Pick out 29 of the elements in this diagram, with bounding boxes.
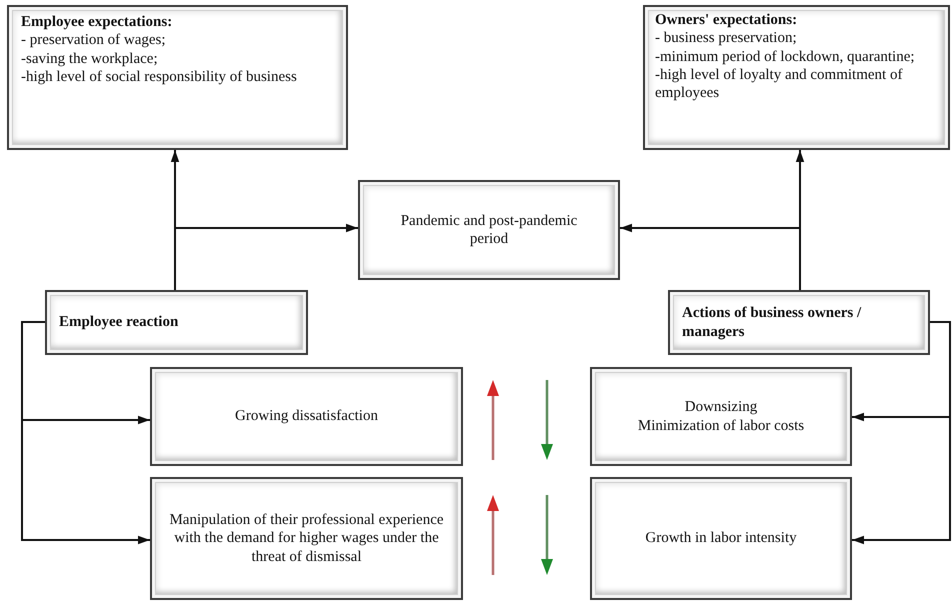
heading-text: Employee reaction <box>59 313 180 332</box>
expectations-box <box>643 5 950 150</box>
box-text: Downsizing <box>684 398 758 416</box>
process-box <box>150 367 463 466</box>
box-text: -minimum period of lockdown, quarantine; <box>655 48 916 66</box>
box-text: Manipulation of their professional experience with the demand for higher wages under the threat of dismissal <box>168 511 445 566</box>
box-text: Growing dissatisfaction <box>234 407 379 426</box>
heading-text: Actions of business owners / managers <box>682 304 862 341</box>
process-box <box>590 477 852 600</box>
arrow <box>174 224 358 290</box>
box-text: -high level of social responsibility of business <box>21 68 298 86</box>
box-text: -saving the workplace; <box>21 50 159 68</box>
box-text: - preservation of wages; <box>21 31 167 50</box>
arrow <box>620 224 801 290</box>
process-box <box>150 477 463 600</box>
heading-box <box>45 290 308 355</box>
box-text: Minimization of labor costs <box>636 416 806 435</box>
box-text: - business preservation; <box>655 29 798 48</box>
arrow <box>852 321 951 544</box>
heading-text: Employee expectations: <box>21 13 174 32</box>
heading-text: Owners' expectations: <box>655 11 798 30</box>
box-text: Pandemic and post-pandemic period <box>400 212 578 248</box>
central-box <box>358 180 620 280</box>
arrow <box>21 321 150 544</box>
process-box <box>590 367 852 466</box>
expectations-box <box>7 5 348 150</box>
box-text: -high level of loyalty and commitment of employees <box>655 66 904 102</box>
heading-box <box>668 290 930 355</box>
box-text: Growth in labor intensity <box>644 529 798 548</box>
